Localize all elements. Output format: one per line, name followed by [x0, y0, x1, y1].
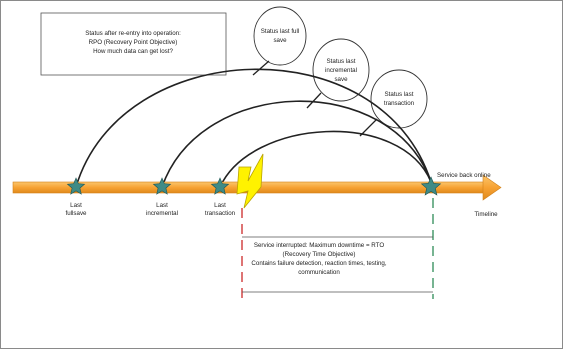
connector-full-save — [252, 60, 270, 76]
label-last-transaction-line2: transaction — [205, 210, 236, 217]
label-last-transaction-line1: Last — [214, 202, 226, 209]
rto-text-line1: Service interrupted: Maximum downtime = … — [254, 242, 384, 249]
star-transaction — [210, 177, 230, 195]
arc-incremental — [161, 100, 432, 188]
rpo-rto-diagram: Status after re-entry into operation: RP… — [12, 6, 502, 299]
bubble-transaction-line1: Status last — [385, 91, 414, 98]
arc-full-save — [75, 68, 432, 188]
star-service-online — [420, 176, 442, 196]
star-fullsave — [66, 177, 86, 195]
rto-text-line3: Contains failure detection, reaction tim… — [251, 260, 386, 267]
lightning-icon — [236, 153, 264, 209]
connector-incremental — [306, 92, 322, 109]
bubble-full-save-line1: Status last full — [261, 28, 300, 35]
label-last-incremental-line1: Last — [156, 202, 168, 209]
label-last-fullsave-line2: fullsave — [66, 210, 88, 217]
label-last-incremental-line2: incremental — [146, 210, 178, 217]
rto-text-line4: communication — [298, 269, 340, 276]
bubble-incremental-line3: save — [334, 76, 348, 83]
bubble-transaction-line2: transaction — [384, 100, 415, 107]
rto-text-line2: (Recovery Time Objective) — [283, 251, 356, 258]
rpo-info-line3: How much data can get lost? — [93, 48, 173, 55]
rpo-info-line1: Status after re-entry into operation: — [85, 30, 181, 37]
rpo-info-line2: RPO (Recovery Point Objective) — [89, 39, 178, 46]
bubble-incremental-save: Status last incremental save — [312, 38, 370, 102]
bubble-full-save-line2: save — [273, 37, 287, 44]
connector-transaction — [359, 118, 378, 137]
rpo-info-box: Status after re-entry into operation: RP… — [40, 12, 227, 76]
bubble-full-save: Status last full save — [253, 6, 307, 66]
bubble-transaction: Status last transaction — [370, 69, 428, 129]
star-incremental — [152, 177, 172, 195]
arc-transaction — [219, 130, 432, 188]
label-service-back-online: Service back online — [437, 172, 491, 179]
bubble-incremental-line1: Status last — [327, 58, 356, 65]
label-timeline: Timeline — [474, 211, 498, 218]
bubble-incremental-line2: incremental — [325, 67, 357, 74]
label-last-fullsave-line1: Last — [70, 202, 82, 209]
